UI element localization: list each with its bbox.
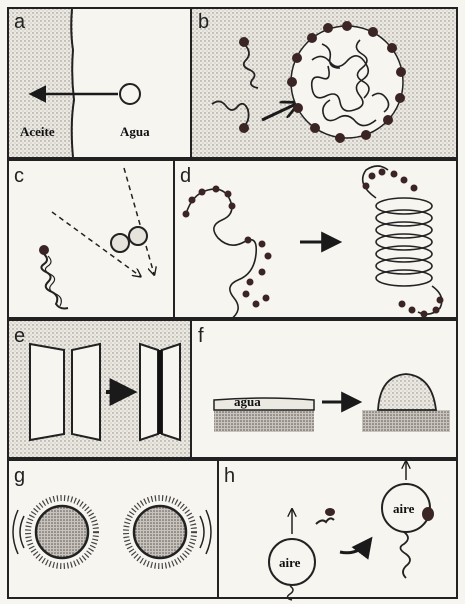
panel-b-label: b bbox=[198, 11, 209, 33]
panel-b: b bbox=[191, 8, 457, 158]
water-label: Agua bbox=[120, 124, 150, 139]
water-film-label: agua bbox=[234, 394, 261, 409]
panel-c-label: c bbox=[14, 165, 24, 187]
oil-label: Aceite bbox=[20, 124, 55, 139]
amphiphile-head bbox=[39, 245, 49, 255]
droplet bbox=[120, 84, 140, 104]
panel-d-label: d bbox=[180, 165, 191, 187]
panel-h: h aire aire bbox=[218, 460, 457, 600]
panel-d: d bbox=[174, 160, 457, 320]
panel-f-label: f bbox=[198, 325, 204, 347]
panel-g: g bbox=[8, 460, 218, 598]
air-bubble-top-label: aire bbox=[393, 501, 415, 516]
panel-c: c bbox=[8, 160, 174, 318]
panel-f: f agua bbox=[191, 320, 457, 458]
approaching-head bbox=[325, 508, 335, 516]
droplet-1 bbox=[111, 234, 129, 252]
panel-a: a Aceite Agua bbox=[8, 8, 191, 158]
substrate-left bbox=[214, 410, 314, 432]
slab-right-2 bbox=[162, 344, 180, 440]
substrate-right bbox=[362, 410, 450, 432]
chain-head-2 bbox=[239, 123, 249, 133]
attached-head bbox=[422, 507, 434, 521]
panel-e-label: e bbox=[14, 325, 25, 347]
air-bubble-bottom-label: aire bbox=[279, 555, 301, 570]
panel-h-label: h bbox=[224, 465, 235, 487]
droplet-2 bbox=[129, 227, 147, 245]
slab-left-2 bbox=[140, 344, 158, 440]
slab-left-1 bbox=[30, 344, 64, 440]
slab-right-1 bbox=[72, 344, 100, 440]
panel-e: e bbox=[8, 320, 191, 458]
chain-head-1 bbox=[239, 37, 249, 47]
panel-g-label: g bbox=[14, 465, 25, 487]
panel-a-label: a bbox=[14, 11, 26, 33]
water-film bbox=[214, 398, 314, 410]
